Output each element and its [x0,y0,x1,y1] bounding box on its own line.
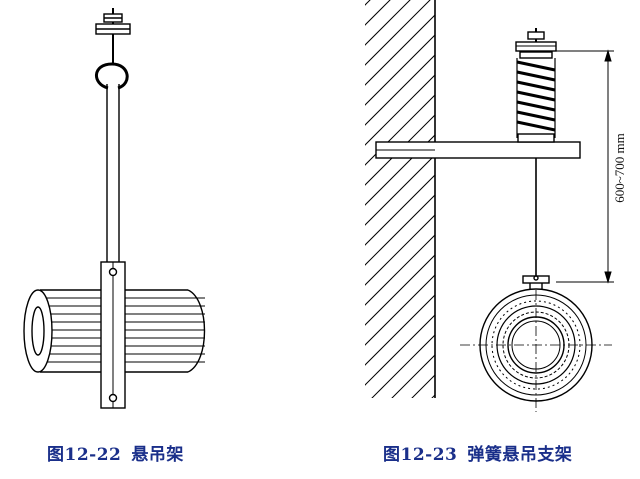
figure-caption-left: 图12-22 悬吊架 [47,440,184,465]
dimension-line [556,49,614,284]
bolt-nut-icon [95,8,131,46]
dimension-label: 600~700 mm [612,133,627,203]
pipe-cross-section [460,288,612,412]
hook-icon [95,62,129,90]
pipe-clamp [522,275,550,296]
figure-title: 悬吊架 [131,445,184,465]
pipe-clamp [100,261,126,409]
figure-number: 图12-22 [47,445,122,465]
figure-title: 弹簧悬吊支架 [467,445,573,465]
figure-number: 图12-23 [383,445,458,465]
spring-icon [515,28,557,143]
hanger-drawing [23,8,206,409]
spring-hanger-drawing: 600~700 mm [365,0,627,412]
cantilever-bracket [375,141,581,159]
figure-caption-right: 图12-23 弹簧悬吊支架 [383,440,572,465]
hanger-rod [106,84,120,262]
wall [365,0,436,398]
